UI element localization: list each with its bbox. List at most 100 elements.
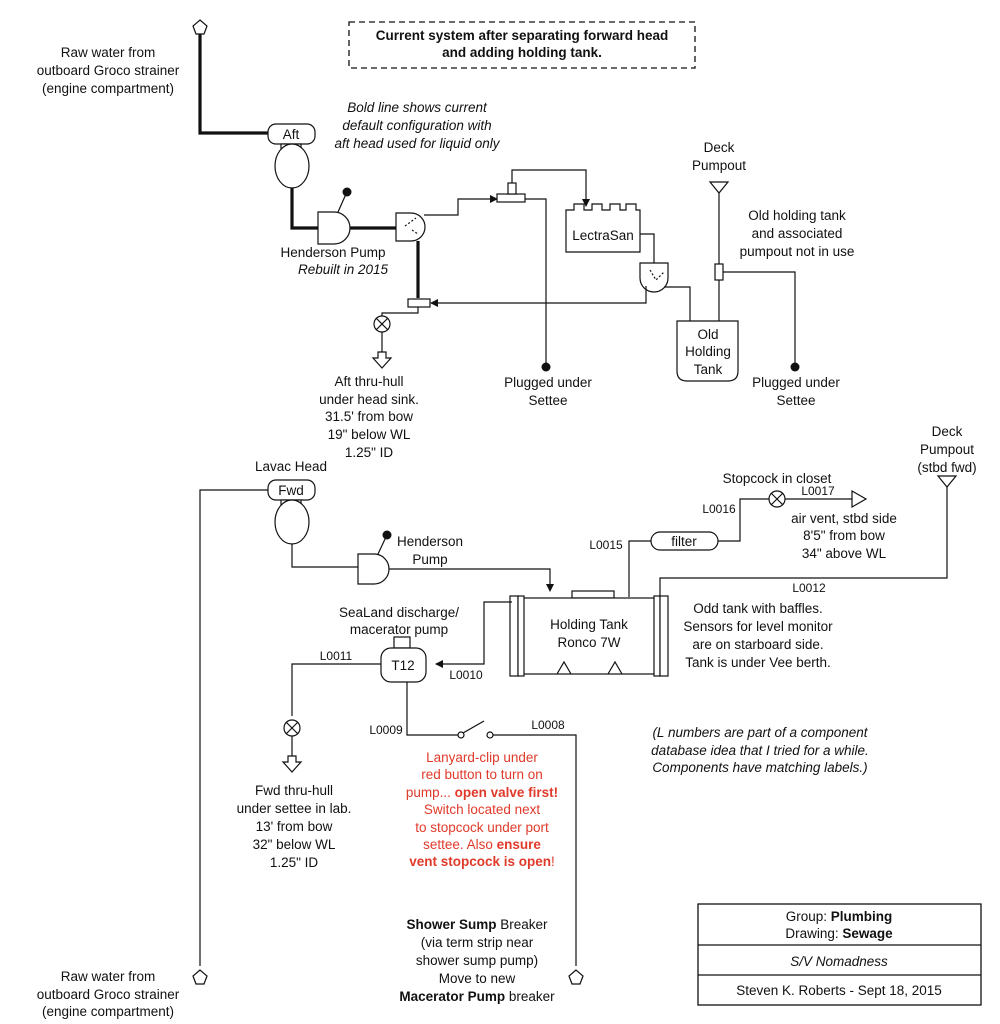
holding-tank-1: Holding Tank: [550, 617, 628, 632]
old-tank-note-1: Old holding tank: [748, 208, 846, 223]
raw-water-inlet-bottom-icon: [192, 969, 208, 985]
macerator-switch-line: [406, 682, 458, 736]
l-note-2: database idea that I tried for a while.: [651, 743, 869, 758]
raw-water-top-2: outboard Groco strainer: [37, 63, 180, 78]
title-block: [697, 903, 982, 1006]
henderson-aft-note: Rebuilt in 2015: [298, 262, 389, 277]
l0017-label: L0017: [801, 484, 835, 498]
deck-pumpout-top-icon: [708, 181, 730, 194]
holding-tank-baffles: [556, 660, 623, 675]
aft-thru-hull-3: 31.5' from bow: [325, 409, 413, 424]
holding-tank-right-baffle: [653, 595, 661, 677]
fwd-head-bowl-icon: [274, 499, 310, 545]
title-box: [348, 21, 696, 69]
odd-tank-3: are on starboard side.: [692, 637, 823, 652]
switch-to-breaker-line: [493, 734, 577, 966]
tee-to-seacock-line: [381, 307, 419, 316]
filter-label: filter: [671, 534, 697, 549]
l-note-3: Components have matching labels.): [652, 760, 867, 775]
lanyard-6: settee. Also ensure: [423, 837, 541, 852]
air-vent-1: air vent, stbd side: [791, 511, 897, 526]
henderson-pump-fwd-icon: [357, 553, 390, 585]
air-vent-3: 34" above WL: [802, 546, 887, 561]
lectrasan-unit: [565, 203, 641, 253]
y-valve-to-tee-line: [424, 195, 498, 216]
title-line-2: and adding holding tank.: [442, 45, 602, 60]
pump-to-tank-line: [389, 568, 554, 592]
henderson-fwd-2: Pump: [412, 552, 447, 567]
plugged-1-line-1: Plugged under: [504, 375, 592, 390]
pump-fwd-handle-knob: [382, 530, 392, 540]
holding-tank-left-sensor: [509, 595, 519, 677]
deck-pumpout-top-1: Deck: [704, 140, 735, 155]
lanyard-1: Lanyard-clip under: [426, 750, 538, 765]
lanyard-3: pump... open valve first!: [406, 785, 558, 800]
plugged-2-line-1: Plugged under: [752, 375, 840, 390]
raw-water-line-bottom: [199, 489, 268, 966]
raw-water-top-1: Raw water from: [61, 45, 156, 60]
deck-pumpout-fwd-3: (stbd fwd): [917, 460, 976, 475]
deck-pumpout-fwd-icon: [936, 475, 958, 488]
valve-to-aft-tee-line: [430, 286, 647, 307]
t12-macerator-pump: [380, 647, 427, 683]
t12-label: T12: [391, 658, 414, 673]
switch-lever-icon: [462, 720, 485, 734]
plugged-1-line-2: Settee: [528, 393, 567, 408]
henderson-fwd-1: Henderson: [397, 534, 463, 549]
l0016-label: L0016: [702, 502, 736, 516]
stopcock-label: Stopcock in closet: [723, 471, 832, 486]
holding-tank-left-baffle: [517, 595, 525, 677]
raw-water-line-top: [198, 34, 268, 135]
raw-water-bottom-2: outboard Groco strainer: [37, 987, 180, 1002]
y-valve-aft-path: [404, 217, 419, 235]
shower-4: Move to new: [439, 971, 516, 986]
fwd-thru-hull-arrow-icon: [281, 755, 303, 773]
switch-contact-1: [457, 731, 465, 739]
aft-bold-line-1: [290, 188, 318, 230]
old-tank-tee: [714, 263, 724, 281]
raw-water-bottom-3: (engine compartment): [42, 1004, 174, 1019]
old-holding-tank: [676, 320, 739, 382]
fwd-thru-hull-1: Fwd thru-hull: [255, 783, 333, 798]
aft-thru-hull-2: under head sink.: [319, 392, 419, 407]
sealand-1: SeaLand discharge/: [339, 605, 459, 620]
shower-5: Macerator Pump breaker: [399, 989, 555, 1004]
shower-2: (via term strip near: [421, 935, 534, 950]
tee-lower: [407, 298, 431, 308]
plugged-2-line-2: Settee: [776, 393, 815, 408]
breaker-terminal-icon: [568, 969, 584, 985]
drawing-line: Drawing: Sewage: [785, 926, 893, 941]
fwd-head-label: Fwd: [278, 483, 304, 498]
fwd-thru-hull-5: 1.25" ID: [270, 855, 319, 870]
holding-tank-right-sensor: [659, 595, 669, 677]
odd-tank-1: Odd tank with baffles.: [693, 601, 823, 616]
seacock-fwd-cross: [285, 721, 299, 735]
switch-contact-2: [486, 731, 494, 739]
t12-motor: [393, 636, 411, 649]
lanyard-4: Switch located next: [424, 802, 541, 817]
odd-tank-4: Tank is under Vee berth.: [685, 655, 831, 670]
filter-to-stopcock-line: [718, 498, 769, 542]
bold-note-2: default configuration with: [342, 118, 491, 133]
l0009-label: L0009: [369, 723, 403, 737]
l0012-label: L0012: [792, 581, 826, 595]
raw-water-top-3: (engine compartment): [42, 81, 174, 96]
tank-vent-up-line: [628, 540, 651, 597]
l0011-label: L0011: [320, 649, 353, 663]
pump-fwd-handle: [377, 536, 387, 555]
l0008-label: L0008: [531, 718, 565, 732]
air-vent-arrow-icon: [851, 489, 868, 509]
pumpout-fwd-line: [659, 487, 948, 596]
pump-aft-handle: [337, 193, 347, 213]
old-tank-3: Tank: [694, 362, 723, 377]
odd-tank-2: Sensors for level monitor: [683, 619, 833, 634]
air-vent-2: 8'5" from bow: [803, 528, 885, 543]
old-tank-1: Old: [697, 327, 718, 342]
tank-to-macerator-line: [435, 601, 512, 668]
plug-2-icon: [790, 362, 800, 372]
plug-1-icon: [541, 362, 551, 372]
pump-aft-handle-knob: [342, 187, 352, 197]
bold-note-1: Bold line shows current: [347, 100, 488, 115]
henderson-pump-aft-icon: [317, 211, 351, 245]
